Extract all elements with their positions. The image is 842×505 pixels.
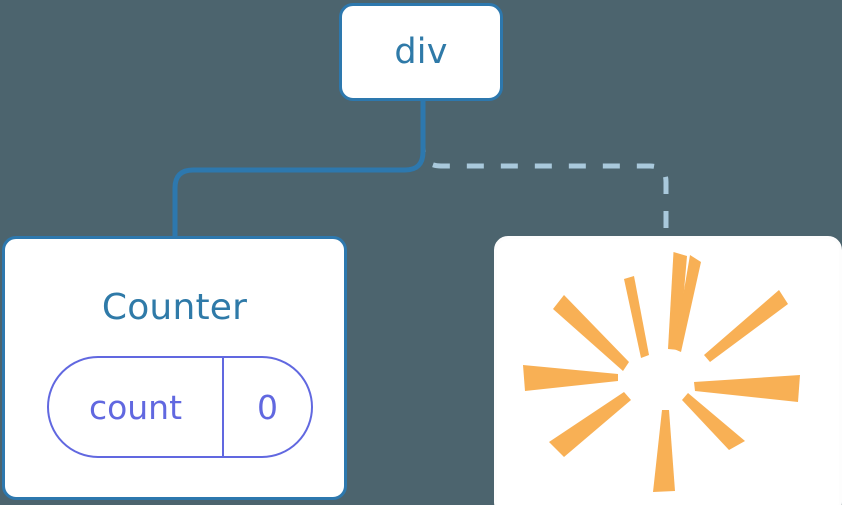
sparkle-burst-icon bbox=[523, 252, 800, 492]
node-counter-label: Counter bbox=[101, 287, 248, 328]
state-key-label: count bbox=[88, 387, 183, 427]
sparkle-ray bbox=[694, 375, 800, 402]
sparkle-ray bbox=[523, 365, 618, 391]
sparkle-ray bbox=[674, 255, 701, 352]
sparkle-ray bbox=[553, 295, 629, 371]
sparkle-ray bbox=[682, 393, 745, 450]
edge-div-to-sparkle bbox=[420, 101, 669, 236]
node-div-label: div bbox=[394, 31, 448, 72]
state-pill-count[interactable]: count 0 bbox=[47, 356, 313, 458]
sparkle-ray bbox=[668, 252, 687, 350]
node-sparkle[interactable] bbox=[494, 236, 842, 505]
sparkle-ray bbox=[624, 276, 649, 358]
sparkle-ray bbox=[704, 290, 788, 362]
node-div[interactable]: div bbox=[339, 3, 503, 101]
sparkle-ray bbox=[653, 410, 675, 492]
state-value-label: 0 bbox=[222, 358, 311, 456]
sparkle-ray bbox=[549, 392, 631, 457]
node-counter[interactable]: Counter count 0 bbox=[2, 236, 347, 500]
edge-div-to-counter bbox=[172, 98, 426, 241]
